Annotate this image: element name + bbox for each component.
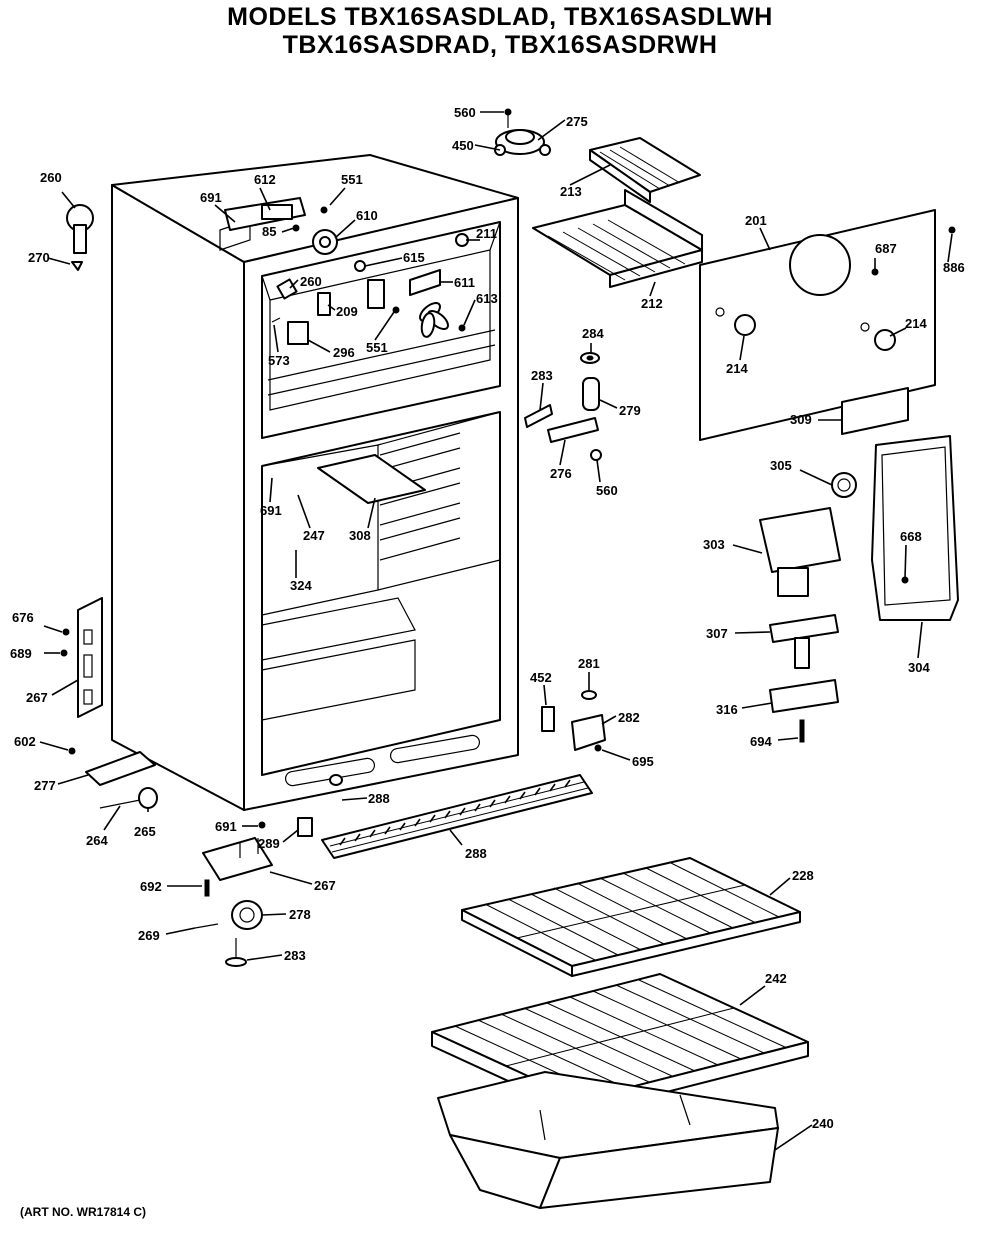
callout-213: 213 (560, 184, 582, 199)
callout-309: 309 (790, 412, 812, 427)
callout-283: 283 (531, 368, 553, 383)
control-housing (759, 435, 959, 743)
callout-283b: 283 (284, 948, 306, 963)
base-grille (321, 774, 593, 859)
callout-610: 610 (356, 208, 378, 223)
hinge-left (60, 597, 156, 786)
freezer-components (224, 197, 469, 345)
callout-551b: 551 (366, 340, 388, 355)
callout-282: 282 (618, 710, 640, 725)
callout-209: 209 (336, 304, 358, 319)
callout-452: 452 (530, 670, 552, 685)
callout-288: 288 (368, 791, 390, 806)
callout-228: 228 (792, 868, 814, 883)
callout-264: 264 (86, 833, 108, 848)
callout-265: 265 (134, 824, 156, 839)
callout-689: 689 (10, 646, 32, 661)
callout-240: 240 (812, 1116, 834, 1131)
callout-85: 85 (262, 224, 276, 239)
callout-691b: 691 (260, 503, 282, 518)
callout-691c: 691 (215, 819, 237, 834)
callout-279: 279 (619, 403, 641, 418)
lower-hinge-parts (99, 787, 313, 967)
callout-602: 602 (14, 734, 36, 749)
ice-tray-and-rack (532, 137, 703, 288)
callout-612: 612 (254, 172, 276, 187)
crisper-pan (437, 1071, 779, 1209)
callout-573: 573 (268, 353, 290, 368)
callout-694: 694 (750, 734, 772, 749)
art-number: (ART NO. WR17814 C) (20, 1205, 147, 1219)
callout-242: 242 (765, 971, 787, 986)
damper-assembly (494, 108, 551, 156)
callout-288b: 288 (465, 846, 487, 861)
callout-269: 269 (138, 928, 160, 943)
callout-551: 551 (341, 172, 363, 187)
callout-281: 281 (578, 656, 600, 671)
callout-214b: 214 (905, 316, 927, 331)
callout-450: 450 (452, 138, 474, 153)
callout-214: 214 (726, 361, 748, 376)
callout-247: 247 (303, 528, 325, 543)
callout-267: 267 (26, 690, 48, 705)
callout-277: 277 (34, 778, 56, 793)
callout-275: 275 (566, 114, 588, 129)
center-hinge-parts (541, 690, 606, 752)
callout-308: 308 (349, 528, 371, 543)
callout-212: 212 (641, 296, 663, 311)
callout-613: 613 (476, 291, 498, 306)
callout-211: 211 (476, 226, 497, 241)
diagram-title-line1: MODELS TBX16SASDLAD, TBX16SASDLWH (227, 3, 773, 31)
callout-560b: 560 (596, 483, 618, 498)
leader-lines (39, 111, 953, 1151)
cabinet (111, 154, 519, 811)
callout-316: 316 (716, 702, 738, 717)
callout-201: 201 (745, 213, 767, 228)
callout-276: 276 (550, 466, 572, 481)
callout-267b: 267 (314, 878, 336, 893)
callout-303: 303 (703, 537, 725, 552)
callout-692: 692 (140, 879, 162, 894)
callout-284: 284 (582, 326, 604, 341)
callout-886: 886 (943, 260, 965, 275)
callout-260: 260 (40, 170, 62, 185)
callout-611: 611 (454, 275, 475, 290)
evaporator-cover-panel (699, 209, 956, 441)
callout-278: 278 (289, 907, 311, 922)
wire-shelf (461, 857, 801, 977)
callout-668: 668 (900, 529, 922, 544)
callout-289: 289 (258, 836, 280, 851)
callout-687: 687 (875, 241, 897, 256)
thermostat-hardware (524, 352, 602, 461)
handle-parts-left (66, 204, 94, 271)
callout-324: 324 (290, 578, 312, 593)
callout-296: 296 (333, 345, 355, 360)
callout-307: 307 (706, 626, 728, 641)
callout-270: 270 (28, 250, 50, 265)
callout-labels: 560 275 450 213 260 270 691 612 551 610 … (10, 105, 965, 1131)
callout-560: 560 (454, 105, 476, 120)
callout-305: 305 (770, 458, 792, 473)
callout-260b: 260 (300, 274, 322, 289)
callout-691: 691 (200, 190, 222, 205)
callout-304: 304 (908, 660, 930, 675)
callout-676: 676 (12, 610, 34, 625)
diagram-title-line2: TBX16SASDRAD, TBX16SASDRWH (282, 31, 718, 59)
callout-695: 695 (632, 754, 654, 769)
callout-615: 615 (403, 250, 425, 265)
